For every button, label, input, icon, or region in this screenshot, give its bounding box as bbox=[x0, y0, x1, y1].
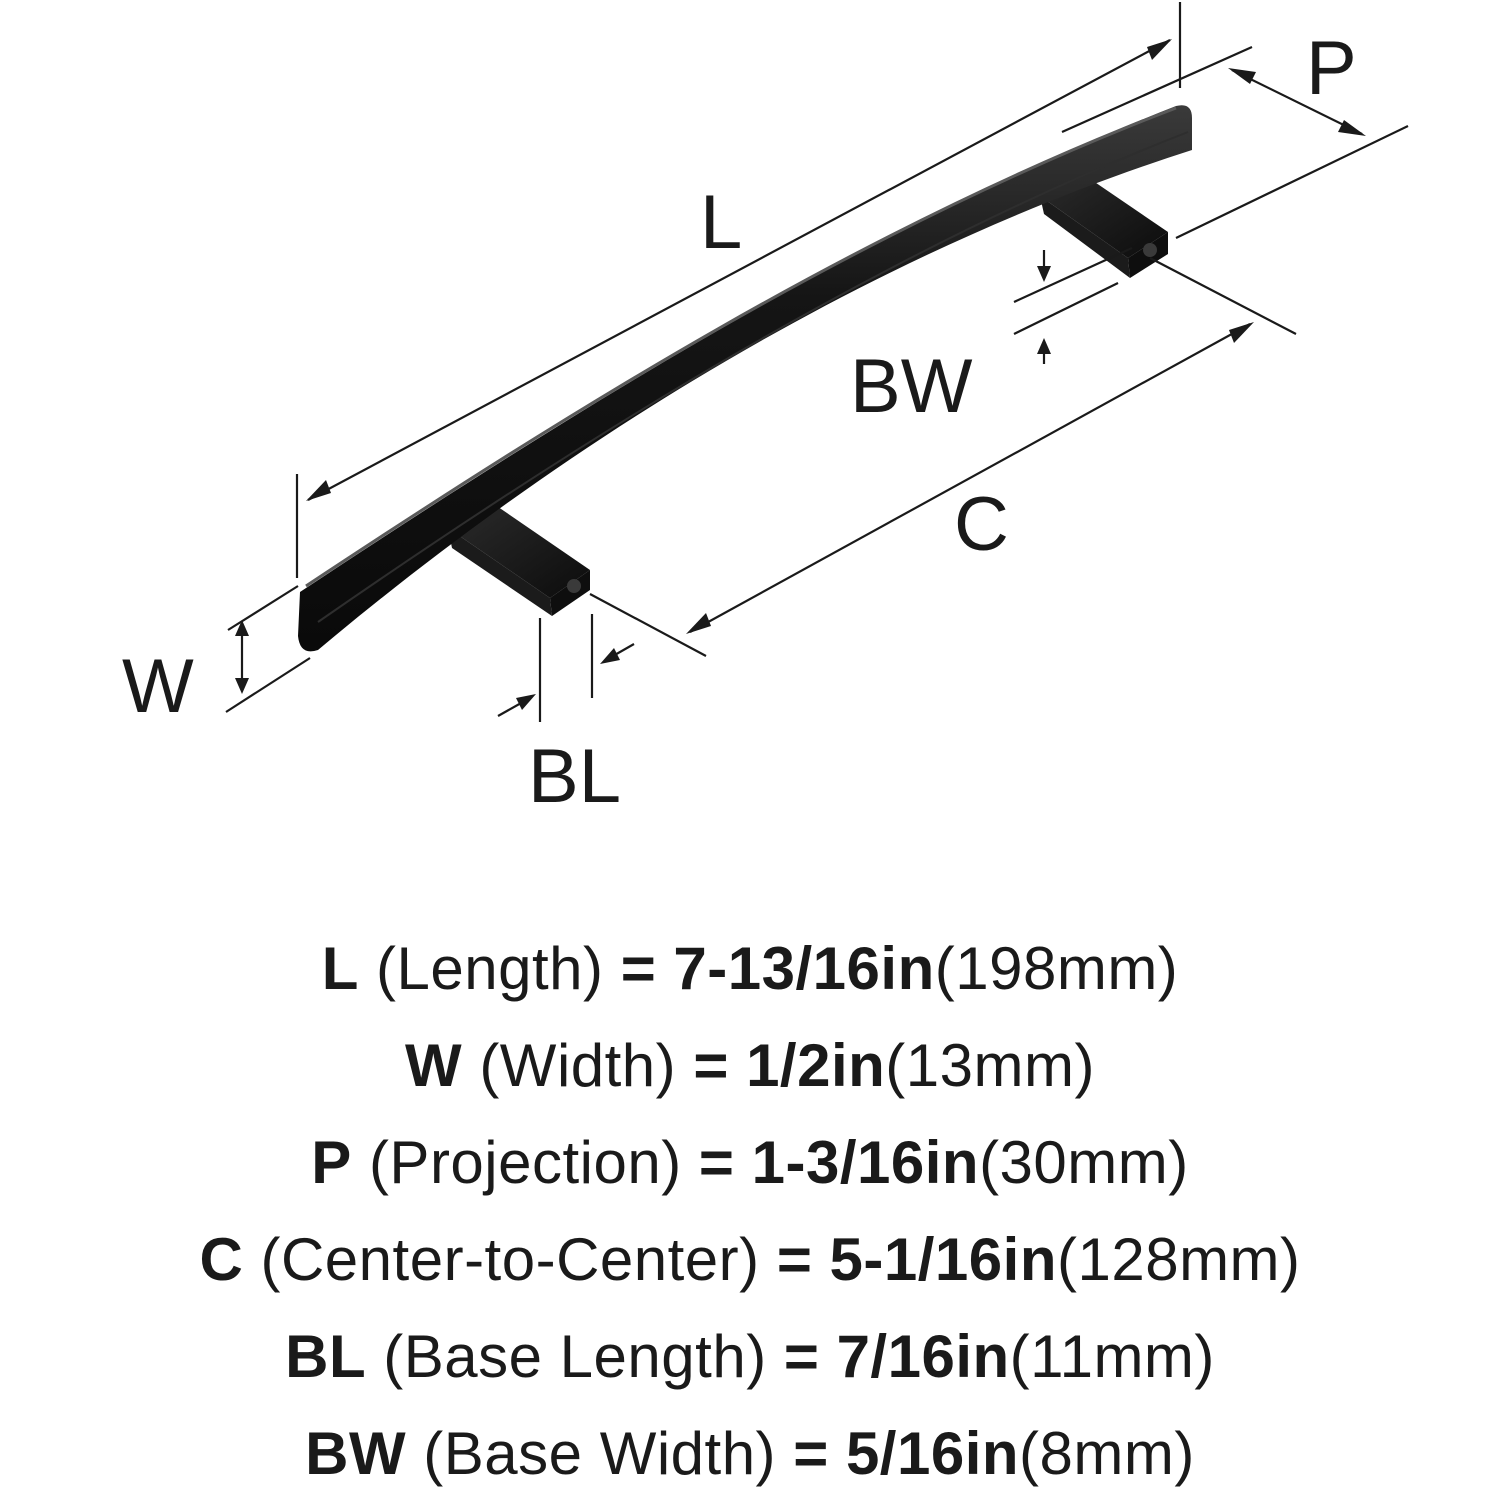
spec-imperial: 7/16in bbox=[836, 1323, 1010, 1390]
label-base-length: BL bbox=[528, 734, 621, 819]
spec-metric: (13mm) bbox=[885, 1032, 1095, 1099]
spec-row-width: W (Width) = 1/2in(13mm) bbox=[0, 1017, 1500, 1114]
spec-equals: = bbox=[793, 1420, 829, 1487]
label-projection: P bbox=[1306, 26, 1357, 111]
center-dimension bbox=[589, 257, 1297, 657]
spec-equals: = bbox=[776, 1226, 813, 1293]
base-length-dimension bbox=[497, 614, 635, 722]
width-dimension bbox=[225, 585, 311, 713]
spec-code: C bbox=[199, 1226, 244, 1293]
spec-row-base-length: BL (Base Length) = 7/16in(11mm) bbox=[0, 1308, 1500, 1405]
spec-equals: = bbox=[783, 1323, 820, 1390]
spec-code: P bbox=[311, 1129, 352, 1196]
spec-name: (Length) bbox=[376, 935, 604, 1002]
handle-bar bbox=[298, 105, 1192, 652]
spec-equals: = bbox=[693, 1032, 729, 1099]
spec-name: (Base Length) bbox=[383, 1323, 767, 1390]
spec-row-length: L (Length) = 7-13/16in(198mm) bbox=[0, 920, 1500, 1017]
spec-code: BW bbox=[305, 1420, 407, 1487]
spec-metric: (198mm) bbox=[934, 935, 1179, 1002]
label-base-width: BW bbox=[850, 344, 973, 429]
spec-imperial: 5-1/16in bbox=[829, 1226, 1057, 1293]
projection-dimension bbox=[1061, 45, 1409, 239]
spec-code: BL bbox=[285, 1323, 367, 1390]
spec-name: (Center-to-Center) bbox=[260, 1226, 760, 1293]
label-width: W bbox=[122, 644, 194, 729]
spec-equals: = bbox=[698, 1129, 735, 1196]
handle-post-right bbox=[1040, 172, 1168, 278]
spec-code: L bbox=[321, 935, 359, 1002]
spec-name: (Width) bbox=[479, 1032, 677, 1099]
base-width-dimension bbox=[1013, 246, 1133, 364]
spec-imperial: 1-3/16in bbox=[751, 1129, 980, 1196]
spec-equals: = bbox=[620, 935, 657, 1002]
spec-metric: (128mm) bbox=[1056, 1226, 1301, 1293]
spec-row-projection: P (Projection) = 1-3/16in(30mm) bbox=[0, 1114, 1500, 1211]
spec-metric: (8mm) bbox=[1019, 1420, 1195, 1487]
spec-code: W bbox=[405, 1032, 463, 1099]
handle-post-left bbox=[448, 500, 590, 616]
length-dimension bbox=[295, 2, 1182, 578]
spec-row-center: C (Center-to-Center) = 5-1/16in(128mm) bbox=[0, 1211, 1500, 1308]
label-length: L bbox=[700, 180, 742, 265]
spec-row-base-width: BW (Base Width) = 5/16in(8mm) bbox=[0, 1405, 1500, 1502]
dimension-spec-list: L (Length) = 7-13/16in(198mm) W (Width) … bbox=[0, 920, 1500, 1502]
pull-handle-diagram: L P BW C W BL bbox=[122, 2, 1409, 819]
label-center: C bbox=[954, 482, 1009, 567]
spec-imperial: 1/2in bbox=[746, 1032, 886, 1099]
spec-metric: (30mm) bbox=[979, 1129, 1189, 1196]
spec-imperial: 7-13/16in bbox=[673, 935, 935, 1002]
spec-imperial: 5/16in bbox=[845, 1420, 1020, 1487]
spec-name: (Base Width) bbox=[423, 1420, 777, 1487]
spec-metric: (11mm) bbox=[1009, 1323, 1215, 1390]
spec-name: (Projection) bbox=[368, 1129, 682, 1196]
